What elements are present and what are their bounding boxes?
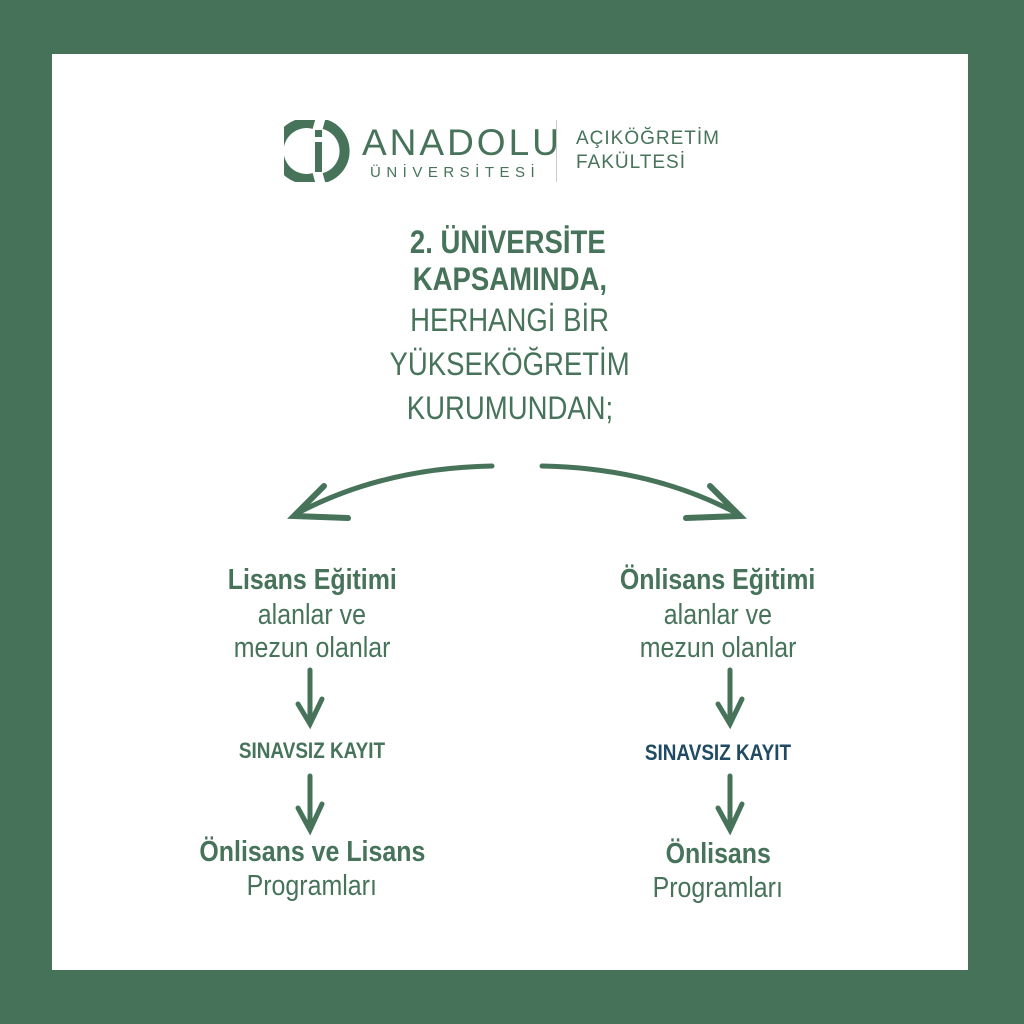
left-column: Lisans Eğitimi alanlar ve mezun olanlar … (142, 54, 482, 970)
right-title: Önlisans Eğitimi (620, 564, 816, 596)
down-arrow-left-1-icon (295, 667, 325, 730)
heading-line3: HERHANGİ BİR (410, 302, 610, 338)
down-arrow-left-2-icon (295, 773, 325, 836)
university-logo: ANADOLU ÜNİVERSİTESİ AÇIKÖĞRETİM FAKÜLTE… (273, 118, 744, 190)
heading-line5: KURUMUNDAN; (406, 390, 614, 426)
right-line2: alanlar ve (663, 599, 773, 631)
left-line2: alanlar ve (257, 599, 367, 631)
infographic-card: ANADOLU ÜNİVERSİTESİ AÇIKÖĞRETİM FAKÜLTE… (52, 54, 968, 970)
faculty-line1: AÇIKÖĞRETİM (576, 128, 721, 149)
left-action: SINAVSIZ KAYIT (238, 738, 386, 763)
heading-line1: 2. ÜNİVERSİTE (410, 224, 606, 260)
logo-name: ANADOLU (362, 122, 562, 163)
left-result-sub: Programları (246, 870, 378, 902)
curved-arrow-left-head (287, 483, 351, 521)
left-line3: mezun olanlar (233, 632, 391, 664)
right-result-title: Önlisans (665, 838, 771, 870)
down-arrow-right-2-icon (715, 773, 745, 836)
curved-arrow-right-icon (539, 463, 741, 517)
right-line3: mezun olanlar (639, 632, 797, 664)
logo-subtitle: ÜNİVERSİTESİ (370, 164, 541, 181)
faculty-line2: FAKÜLTESİ (576, 152, 687, 173)
arrows (287, 463, 747, 836)
logo-divider (556, 120, 557, 182)
heading-line4: YÜKSEKÖĞRETİM (389, 346, 631, 382)
down-arrow-right-1-icon (715, 667, 745, 730)
curved-arrow-left-icon (293, 463, 495, 517)
right-column: Önlisans Eğitimi alanlar ve mezun olanla… (548, 54, 888, 970)
right-result-sub: Programları (652, 872, 784, 904)
curved-arrow-right-head (683, 483, 747, 521)
heading-line2: KAPSAMINDA, (412, 261, 608, 297)
left-result-title: Önlisans ve Lisans (199, 836, 425, 868)
right-action: SINAVSIZ KAYIT (644, 740, 792, 765)
left-title: Lisans Eğitimi (227, 564, 397, 596)
